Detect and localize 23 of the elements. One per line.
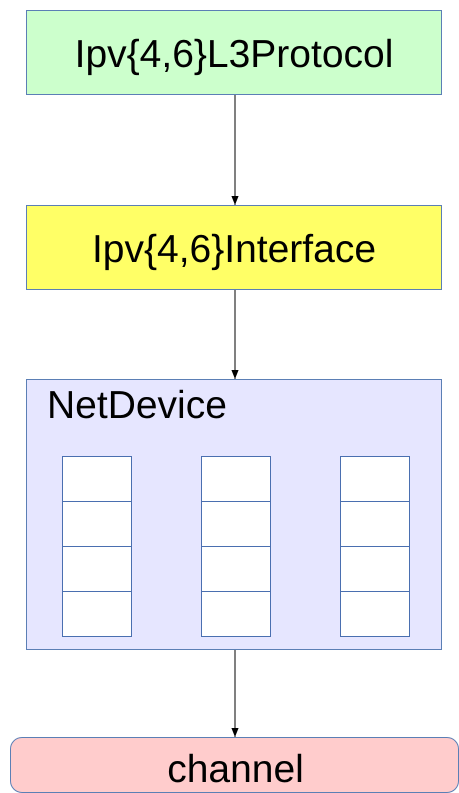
queue-slot: [201, 501, 271, 547]
layer-box: [26, 10, 442, 95]
arrow: [231, 94, 239, 206]
queue-slot: [340, 456, 410, 502]
queue-slot: [201, 546, 271, 592]
queue-slot: [201, 456, 271, 502]
queue-slot: [340, 591, 410, 637]
queue-slot: [62, 456, 132, 502]
arrow: [231, 650, 239, 738]
panel-title: NetDevice: [47, 386, 227, 425]
queue-slot: [340, 501, 410, 547]
layer-box: [26, 205, 442, 290]
box-label: Ipv{4,6}L3Protocol: [74, 35, 394, 74]
box-label: channel: [166, 750, 305, 789]
queue-slot: [201, 591, 271, 637]
queue-slot: [62, 501, 132, 547]
device-panel: [26, 379, 442, 650]
queue-slot: [340, 546, 410, 592]
queue-slot: [62, 546, 132, 592]
arrow: [231, 290, 239, 380]
queue-slot: [62, 591, 132, 637]
box-label: Ipv{4,6}Interface: [90, 230, 378, 269]
channel-box: [10, 737, 459, 793]
